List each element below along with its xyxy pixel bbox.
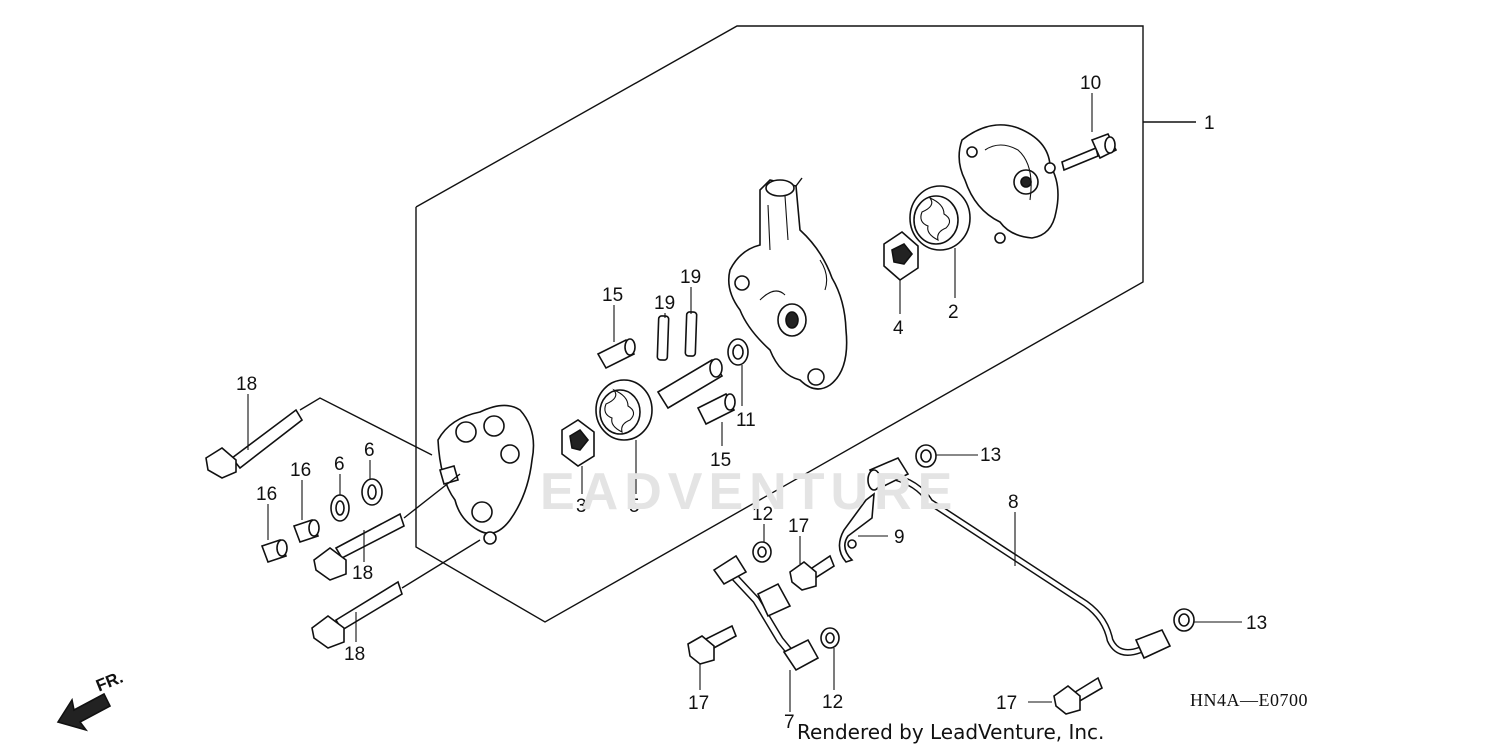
bolt-17-right[interactable] [1053, 676, 1103, 715]
bolt-17-upper[interactable] [789, 554, 835, 591]
callout-13a[interactable]: 13 [980, 445, 1001, 466]
callout-5[interactable]: 5 [629, 496, 640, 517]
callout-labels: 1 10 19 19 15 4 2 18 11 16 16 6 6 3 5 15… [236, 73, 1267, 733]
assembly-outline [415, 25, 1144, 623]
washer-13-lower[interactable] [1173, 608, 1195, 632]
callout-18a[interactable]: 18 [236, 374, 257, 395]
inner-rotor-4[interactable] [883, 230, 919, 282]
callout-17c[interactable]: 17 [996, 693, 1017, 714]
callout-1[interactable]: 1 [1204, 113, 1215, 134]
front-direction-arrow-icon [56, 692, 112, 732]
bolt-18-bottom[interactable] [311, 580, 403, 649]
callout-3[interactable]: 3 [576, 496, 587, 517]
callout-17b[interactable]: 17 [688, 693, 709, 714]
callout-8[interactable]: 8 [1008, 492, 1019, 513]
callout-6a[interactable]: 6 [334, 454, 345, 475]
clamp-9[interactable] [838, 492, 875, 563]
diagram-code: HN4A—E0700 [1190, 690, 1308, 710]
callout-6b[interactable]: 6 [364, 440, 375, 461]
washer-12-upper[interactable] [752, 541, 772, 563]
inner-rotor-3[interactable] [561, 419, 595, 467]
pump-cover-front[interactable] [437, 404, 535, 545]
callout-7[interactable]: 7 [784, 712, 795, 733]
outer-rotor-5[interactable] [595, 379, 653, 441]
pump-shaft[interactable] [656, 358, 724, 410]
callout-16b[interactable]: 16 [290, 460, 311, 481]
callout-2[interactable]: 2 [948, 302, 959, 323]
leader-18c-link [401, 539, 481, 589]
callout-4[interactable]: 4 [893, 318, 904, 339]
oil-pipe-8[interactable] [867, 456, 1172, 660]
render-credit: Rendered by LeadVenture, Inc. [797, 720, 1105, 744]
pump-cover-rear[interactable] [958, 124, 1059, 244]
callout-12a[interactable]: 12 [752, 504, 773, 525]
leader-box-left [299, 397, 433, 456]
oring-6b[interactable] [361, 478, 383, 506]
bolt-17-left[interactable] [687, 624, 738, 665]
washer-13-upper[interactable] [915, 444, 937, 468]
callout-11[interactable]: 11 [736, 410, 756, 431]
pump-body[interactable] [727, 177, 848, 390]
bolt-18-top[interactable] [205, 408, 304, 479]
callout-18b[interactable]: 18 [352, 563, 373, 584]
collar-16a[interactable] [260, 538, 288, 564]
dowel-pin-19a[interactable] [656, 315, 670, 361]
dowel-15-lower[interactable] [696, 392, 736, 426]
oil-pipe-7[interactable] [712, 554, 820, 672]
callout-16a[interactable]: 16 [256, 484, 277, 505]
callout-19b[interactable]: 19 [680, 267, 701, 288]
watermark: EADVENTURE [540, 463, 959, 521]
outer-rotor-2[interactable] [909, 185, 971, 251]
callout-12b[interactable]: 12 [822, 692, 843, 713]
callout-15a[interactable]: 15 [602, 285, 623, 306]
callout-17a[interactable]: 17 [788, 516, 809, 537]
washer-11[interactable] [727, 338, 749, 366]
bolt-18-middle[interactable] [313, 512, 405, 581]
callout-19a[interactable]: 19 [654, 293, 675, 314]
dowel-pin-19b[interactable] [684, 311, 698, 357]
oring-6a[interactable] [330, 494, 350, 522]
dowel-15-upper[interactable] [596, 338, 636, 370]
callout-13b[interactable]: 13 [1246, 613, 1267, 634]
callout-10[interactable]: 10 [1080, 73, 1101, 94]
callout-18c[interactable]: 18 [344, 644, 365, 665]
washer-12-lower[interactable] [820, 627, 840, 649]
leader-18b-link [403, 473, 461, 519]
bolt-10[interactable] [1061, 132, 1118, 172]
collar-16b[interactable] [292, 518, 320, 544]
callout-9[interactable]: 9 [894, 527, 905, 548]
callout-15b[interactable]: 15 [710, 450, 731, 471]
